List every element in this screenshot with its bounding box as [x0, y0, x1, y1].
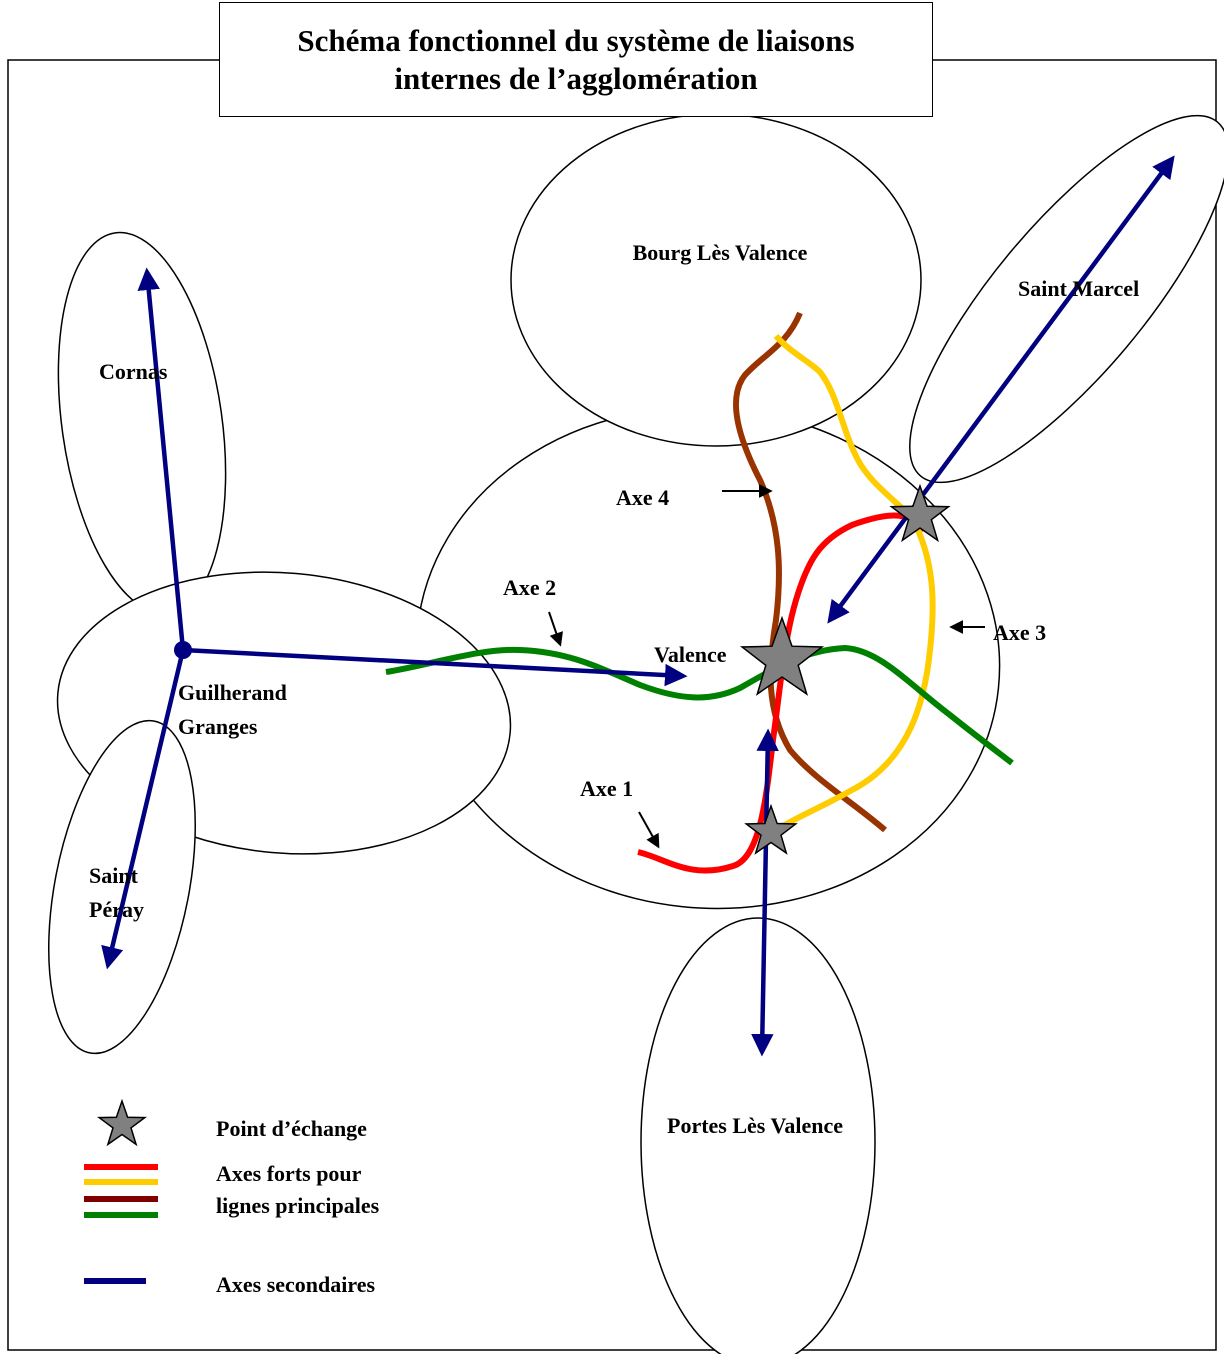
zone-saint-peray [48, 719, 196, 1055]
axe2-line [385, 644, 1014, 766]
title-box: Schéma fonctionnel du système de liaison… [219, 2, 933, 117]
legend-exchange-point: Point d’échange [216, 1116, 367, 1141]
axe4-line [733, 311, 887, 833]
secondary-axis-portes [751, 728, 779, 1057]
label-axe2: Axe 2 [503, 575, 556, 600]
label-saint-marcel: Saint Marcel [1018, 276, 1139, 301]
title-line-2: internes de l’agglomération [394, 60, 758, 96]
star-valence [739, 615, 825, 696]
zone-cornas [57, 231, 227, 615]
hub-node [174, 641, 192, 659]
label-cornas: Cornas [99, 359, 168, 384]
axe2-pointer [548, 611, 563, 647]
legend-secondary-axes: Axes secondaires [216, 1272, 376, 1297]
secondary-axes [101, 155, 1175, 1057]
legend: Point d’échange Axes forts pour lignes p… [84, 1116, 380, 1297]
star-legend [96, 1098, 148, 1147]
star-saint-marcel [889, 483, 951, 543]
label-guilherand-1: Guilherand [178, 680, 287, 705]
legend-strong-axes-2: lignes principales [216, 1193, 380, 1218]
label-saint-peray-1: Saint [89, 863, 139, 888]
secondary-axis-valence [182, 647, 688, 687]
axe1-pointer [638, 811, 660, 849]
label-axe3: Axe 3 [993, 620, 1046, 645]
label-axe4: Axe 4 [616, 485, 669, 510]
secondary-axis-saint-marcel [827, 155, 1175, 624]
label-axe1: Axe 1 [580, 776, 633, 801]
star-south [744, 803, 798, 855]
secondary-axis-cornas [137, 267, 186, 651]
label-valence: Valence [654, 642, 727, 667]
zone-bourg [510, 113, 922, 447]
legend-strong-axes-1: Axes forts pour [216, 1161, 362, 1186]
secondary-axis-saint-peray [101, 649, 186, 970]
title-line-1: Schéma fonctionnel du système de liaison… [297, 22, 855, 58]
label-saint-peray-2: Péray [89, 897, 144, 922]
label-guilherand-2: Granges [178, 714, 258, 739]
label-bourg: Bourg Lès Valence [633, 240, 808, 265]
label-portes: Portes Lès Valence [667, 1113, 843, 1138]
axe-pointers [548, 484, 985, 849]
